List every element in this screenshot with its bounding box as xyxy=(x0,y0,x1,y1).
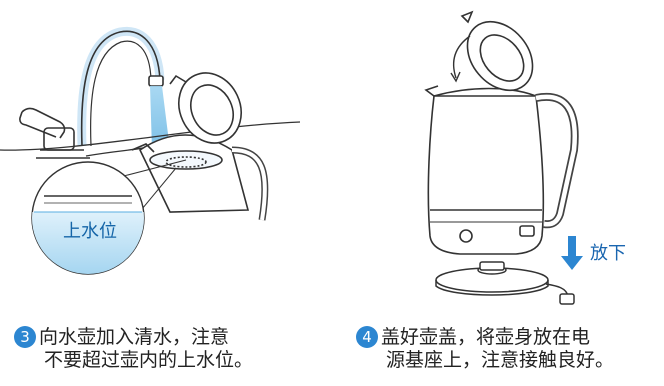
kettle-upright xyxy=(424,85,579,255)
down-arrow-icon xyxy=(561,236,583,270)
step-4-line1: 盖好壶盖，将壶身放在电 xyxy=(381,326,591,348)
step-3-line1: 向水壶加入清水，注意 xyxy=(39,326,230,348)
max-level-label: 上水位 xyxy=(63,221,117,242)
water-stream xyxy=(150,86,170,150)
counter-line xyxy=(0,121,301,151)
put-down-label: 放下 xyxy=(590,243,626,264)
power-base xyxy=(435,261,575,305)
step-4-line2: 源基座上，注意接触良好。 xyxy=(386,349,615,371)
step-3-number: 3 xyxy=(14,326,36,348)
kettle-lid-open xyxy=(460,10,534,92)
kettle-tilted xyxy=(131,72,269,221)
step-3-line2: 不要超过壶内的上水位。 xyxy=(44,349,254,371)
step-4-number: 4 xyxy=(356,326,378,348)
close-lid-arrow-icon xyxy=(452,35,471,79)
